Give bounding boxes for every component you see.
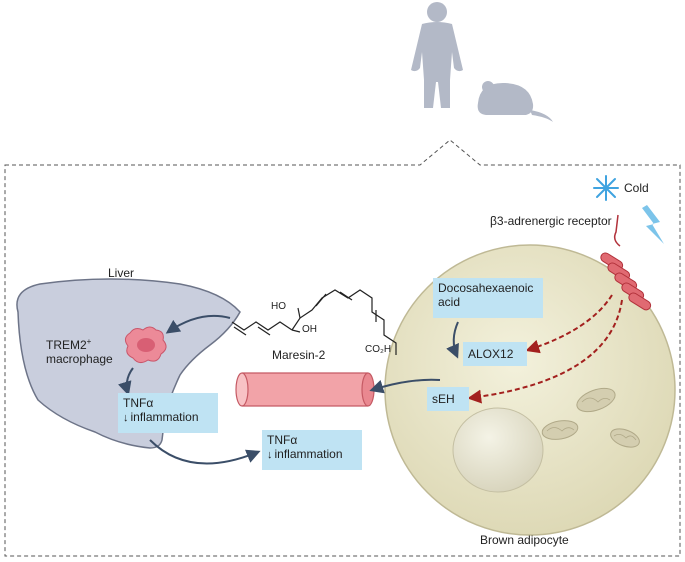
tnf-liver-sub: inflammation xyxy=(130,410,199,424)
dha-line2: acid xyxy=(438,295,461,309)
dashed-frame xyxy=(4,139,681,557)
trem2-name: TREM2 xyxy=(46,338,87,352)
human-silhouette-icon xyxy=(411,2,463,108)
brown-adipocyte-label: Brown adipocyte xyxy=(480,533,569,547)
lightning-bolt-icon xyxy=(642,205,664,244)
seh-box: sEH xyxy=(427,387,469,411)
dha-box: Docosahexaenoic acid xyxy=(433,278,543,318)
down-arrow-icon: ↓ xyxy=(267,449,273,461)
co2h-label: CO₂H xyxy=(365,344,392,355)
ho-label: HO xyxy=(271,301,286,312)
snowflake-icon xyxy=(593,175,619,201)
receptor-label: β3-adrenergic receptor xyxy=(490,214,612,228)
cold-label: Cold xyxy=(624,181,649,195)
maresin-2-structure xyxy=(231,289,397,355)
trem2-macrophage-label: TREM2+ macrophage xyxy=(46,337,113,367)
tnf-liver-box: TNFα ↓inflammation xyxy=(118,393,218,433)
blood-vessel xyxy=(235,372,375,407)
tnf-liver-title: TNFα xyxy=(123,396,154,410)
dha-line1: Docosahexaenoic xyxy=(438,281,534,295)
arrow-dha-to-alox12 xyxy=(446,321,459,359)
arrow-receptor-to-seh xyxy=(467,299,623,404)
alox12-box: ALOX12 xyxy=(463,342,527,366)
liver-label: Liver xyxy=(108,266,135,280)
liver-shape xyxy=(16,278,241,449)
tnf-blood-sub: inflammation xyxy=(274,447,343,461)
oh-label: OH xyxy=(302,324,317,335)
arrow-macrophage-to-tnf xyxy=(118,367,134,396)
tnf-blood-box: TNFα ↓inflammation xyxy=(262,430,362,470)
lipid-droplet xyxy=(452,407,544,493)
mouse-silhouette-icon xyxy=(477,81,553,122)
macrophage-label: macrophage xyxy=(46,352,113,366)
trem2-superscript: + xyxy=(86,337,92,346)
maresin-2-label: Maresin-2 xyxy=(272,348,326,362)
down-arrow-icon: ↓ xyxy=(123,412,129,424)
tnf-blood-title: TNFα xyxy=(267,433,298,447)
receptor-icon xyxy=(600,252,652,311)
arrow-liver-to-blood-tnf xyxy=(149,439,261,465)
arrow-maresin-to-macrophage xyxy=(165,314,231,334)
arrow-seh-to-vessel xyxy=(369,378,441,394)
arrow-receptor-to-alox12 xyxy=(525,294,613,354)
